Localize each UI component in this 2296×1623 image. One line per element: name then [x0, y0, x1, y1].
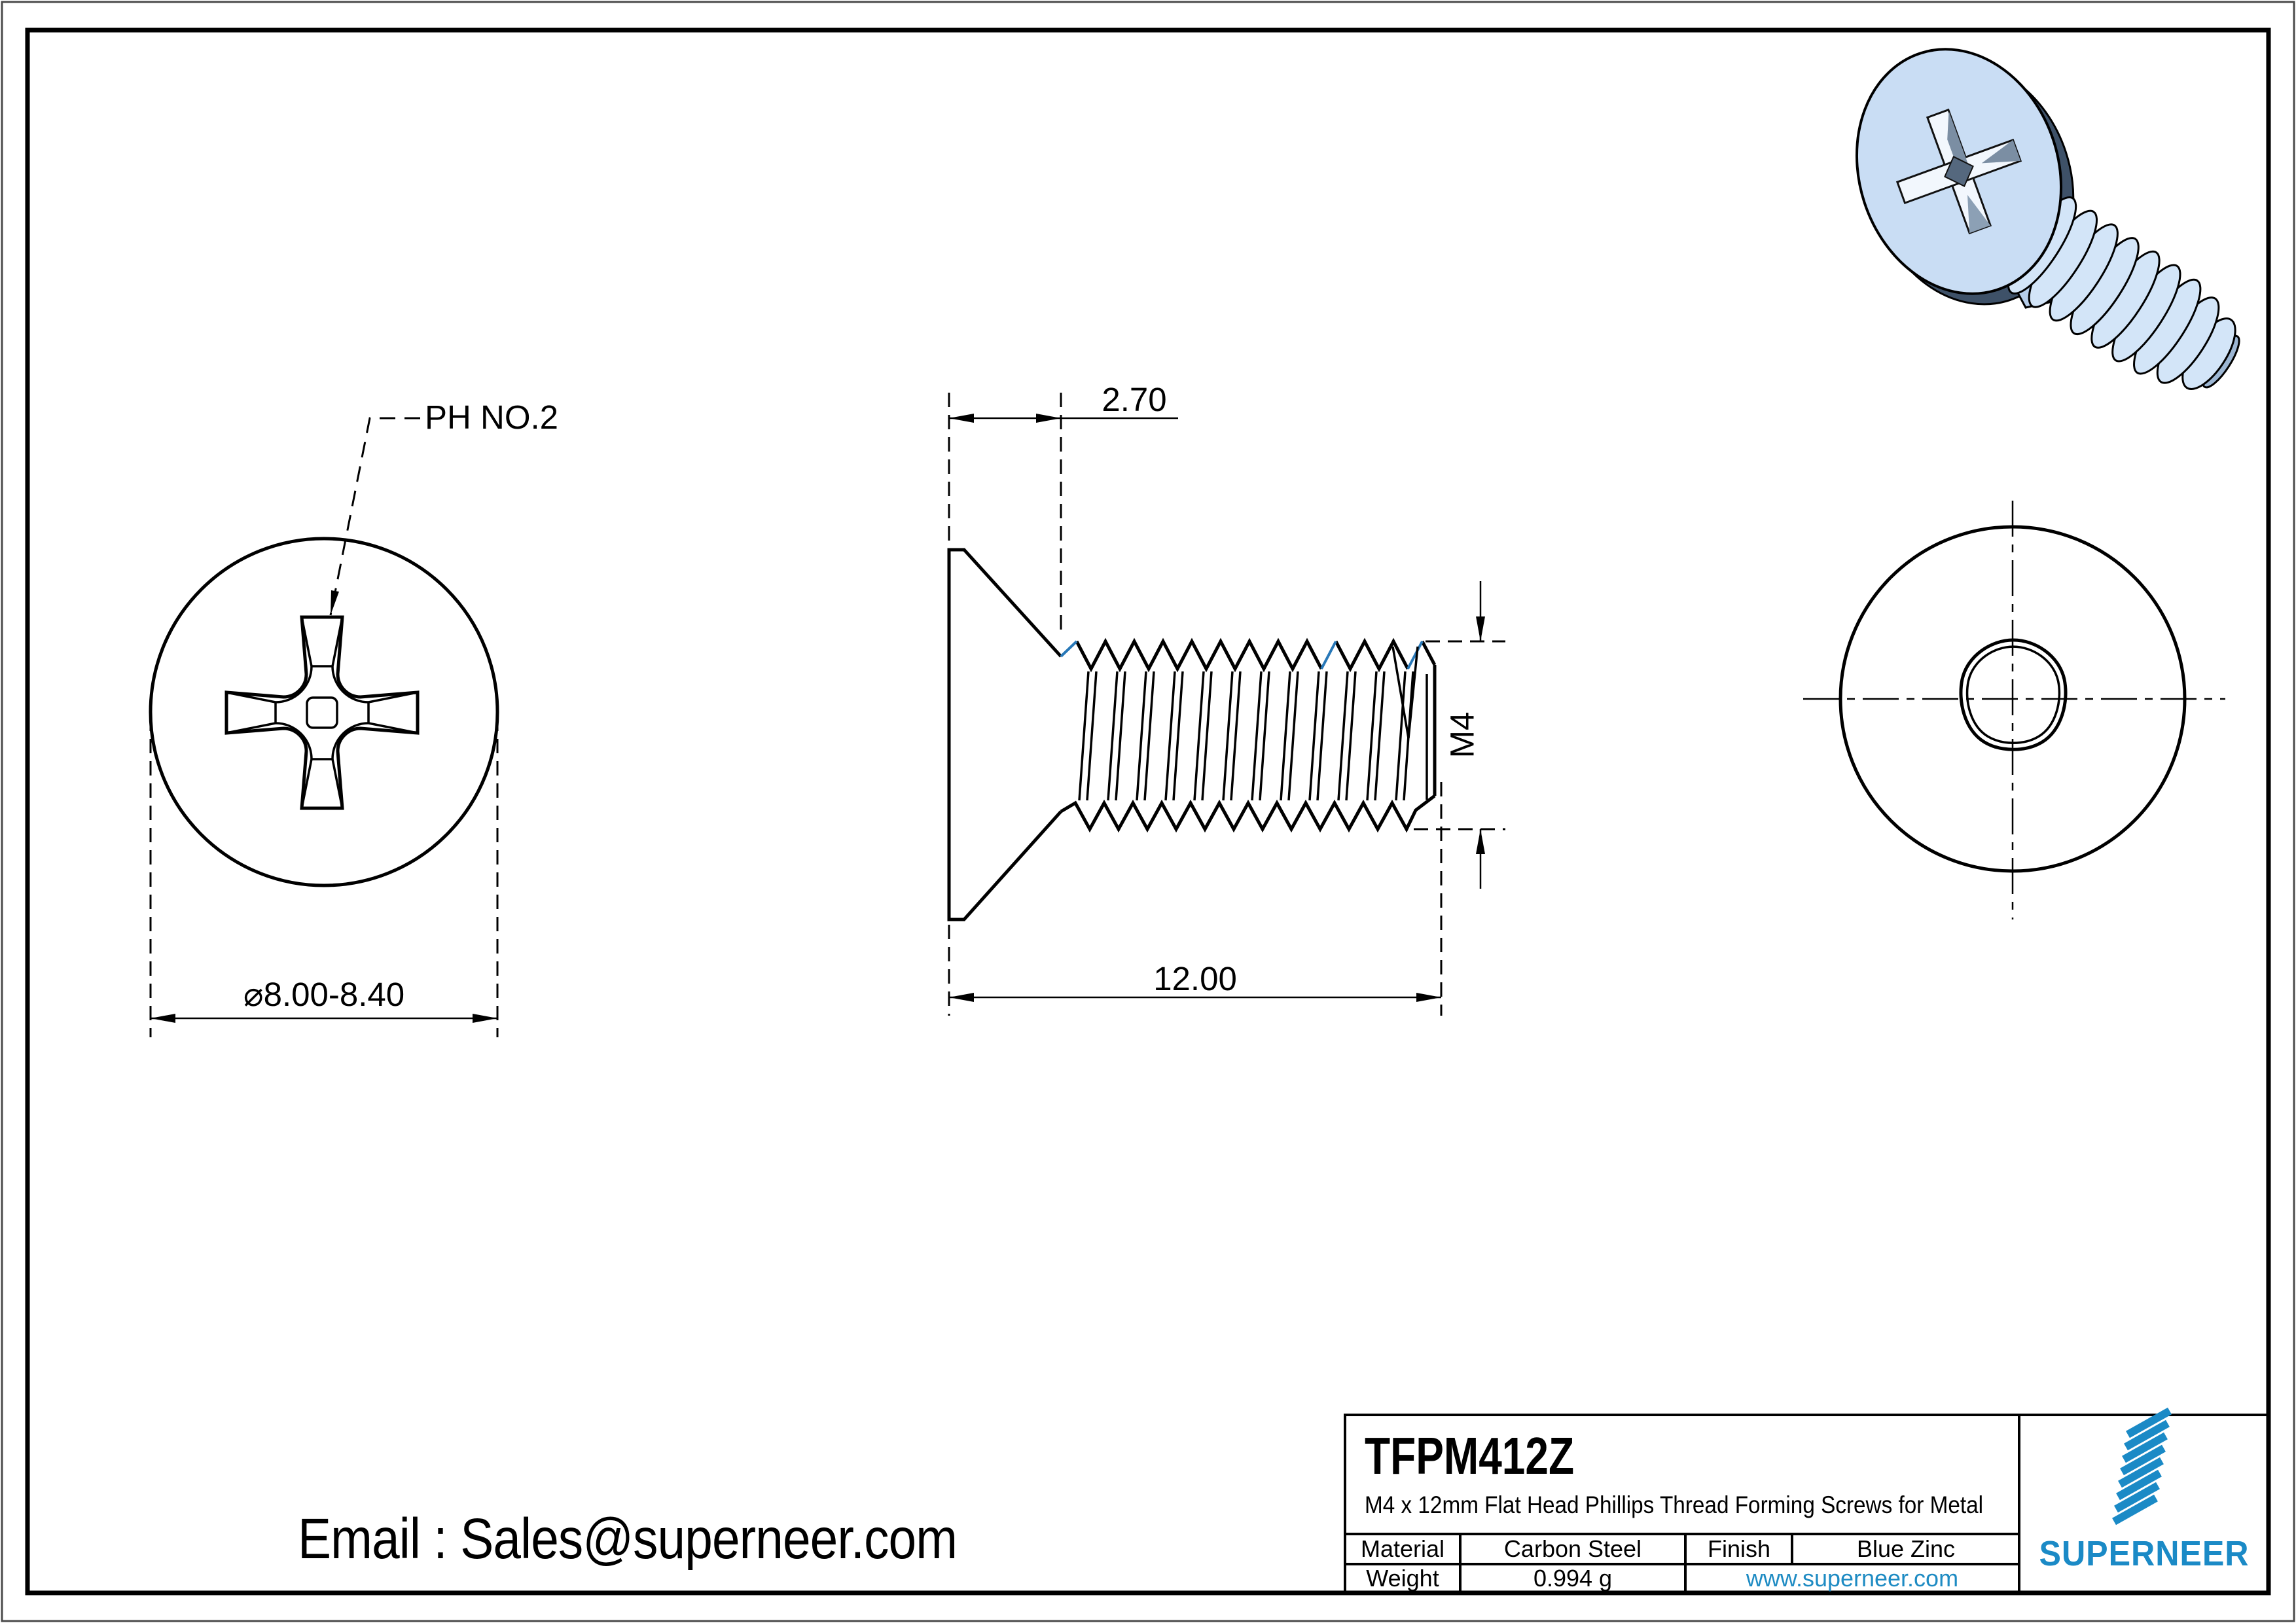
diameter-extension-lines	[149, 717, 499, 1037]
ph-no2-label: PH NO.2	[425, 399, 559, 436]
length-dim: 12.00	[1153, 960, 1237, 997]
trilobe-outer	[1959, 638, 2068, 751]
phillips-recess-webbing	[275, 666, 369, 760]
thread-crests-top	[1075, 637, 1437, 673]
head-height-dim: 2.70	[1102, 381, 1167, 418]
thread-flanks	[1078, 671, 1414, 801]
thread-size-dim: M4	[1443, 711, 1481, 758]
front-view	[149, 417, 499, 1037]
thread-crests-blue	[1060, 640, 1424, 669]
superneer-logo-icon	[2112, 1407, 2172, 1525]
material-label: Material	[1360, 1535, 1445, 1562]
ph-leader-line	[329, 417, 420, 616]
phillips-recess-outer	[224, 615, 420, 810]
screw-3d-render	[1855, 48, 2240, 390]
part-number: TFPM412Z	[1365, 1427, 1575, 1485]
head-height-arrow-left	[949, 414, 974, 423]
end-view	[1803, 501, 2225, 919]
screw-3d-threads	[2007, 196, 2240, 390]
weight-label: Weight	[1366, 1565, 1439, 1592]
ph-leader-arrow	[331, 590, 339, 615]
thread-dia-arrow-bottom	[1476, 829, 1485, 854]
front-diameter-dim: ⌀8.00-8.40	[243, 976, 405, 1013]
diameter-arrow-right	[473, 1014, 497, 1023]
brand-name: SUPERNEER	[2039, 1534, 2250, 1573]
trilobe-inner	[1965, 645, 2061, 745]
length-extensions	[948, 782, 1443, 1016]
head-height-extensions	[948, 393, 1062, 636]
thread-crests-bottom	[1060, 794, 1436, 833]
head-height-arrow-right	[1036, 414, 1061, 423]
weight-value: 0.994 g	[1533, 1565, 1613, 1592]
website-link: www.superneer.com	[1746, 1565, 1959, 1592]
material-value: Carbon Steel	[1503, 1535, 1642, 1562]
finish-label: Finish	[1707, 1535, 1771, 1562]
head-outline-circle	[149, 537, 499, 887]
phillips-recess-wings	[226, 616, 418, 809]
email-text: Email : Sales@superneer.com	[298, 1507, 958, 1571]
head-profile	[947, 548, 1062, 921]
thread-dia-arrow-top	[1476, 616, 1485, 641]
diameter-arrow-left	[151, 1014, 175, 1023]
finish-value: Blue Zinc	[1856, 1535, 1956, 1562]
title-block-grid	[1344, 1414, 2270, 1594]
part-description: M4 x 12mm Flat Head Phillips Thread Form…	[1365, 1491, 1984, 1518]
phillips-recess-core	[306, 696, 338, 729]
thread-dia-extensions	[1414, 640, 1505, 830]
screw-3d-phillips-recess	[1895, 108, 2022, 235]
length-arrow-right	[1416, 993, 1441, 1002]
length-arrow-left	[949, 993, 974, 1002]
side-view	[947, 393, 1505, 1016]
screw-end-inner	[1391, 646, 1428, 800]
